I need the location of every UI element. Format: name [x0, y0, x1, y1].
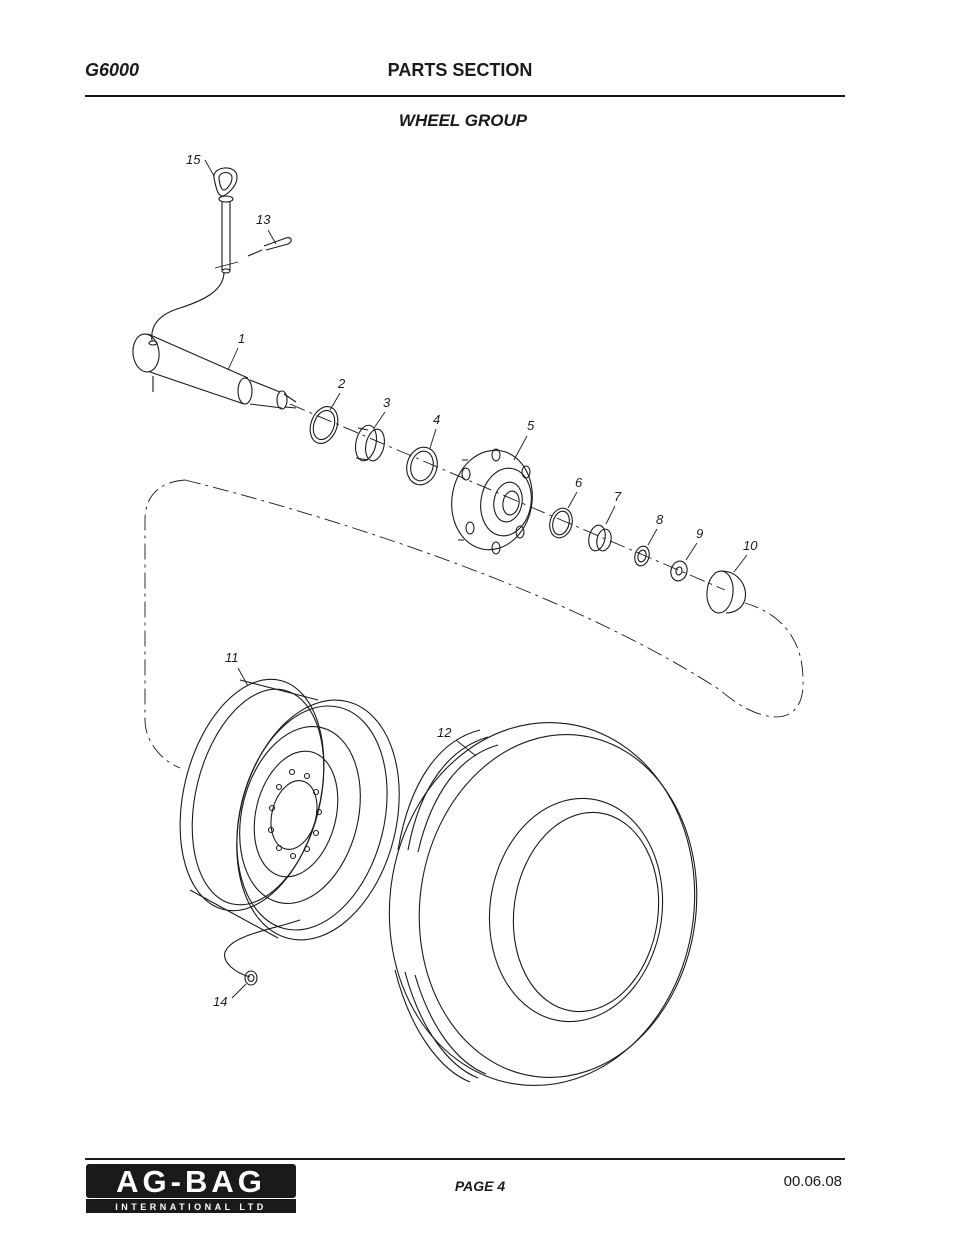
callout-6: 6	[575, 475, 583, 490]
outer-bearing-cup	[549, 507, 573, 539]
page-number: PAGE 4	[454, 1178, 506, 1194]
callout-5: 5	[527, 418, 535, 433]
castle-nut	[634, 545, 650, 567]
washer	[670, 560, 688, 582]
callout-12: 12	[437, 725, 452, 740]
outer-bearing-cone	[588, 524, 612, 552]
group-title: WHEEL GROUP	[398, 111, 528, 130]
lug-nut-leader	[224, 919, 301, 978]
callout-13: 13	[256, 212, 271, 227]
spindle	[132, 333, 297, 410]
callout-14: 14	[213, 994, 227, 1009]
rim-bolt-holes	[267, 768, 323, 860]
grease-seal	[309, 406, 339, 444]
lug-nut	[244, 970, 258, 986]
ag-bag-logo: AG-BAG INTERNATIONAL LTD	[86, 1164, 296, 1213]
assembly-axis-line	[289, 403, 726, 591]
hub-studs	[461, 448, 531, 555]
wheel-rim	[179, 678, 400, 941]
pin-leader	[151, 271, 225, 342]
tire	[388, 721, 698, 1087]
callout-1: 1	[238, 331, 245, 346]
callout-10: 10	[743, 538, 758, 553]
callout-4: 4	[433, 412, 440, 427]
hub-to-wheel-dash-2	[144, 479, 186, 769]
header-rule	[85, 95, 845, 97]
inner-bearing-cone	[354, 424, 385, 462]
inner-bearing-cup	[406, 446, 438, 486]
callout-2: 2	[337, 376, 346, 391]
section-title: PARTS SECTION	[387, 60, 533, 80]
callout-8: 8	[656, 512, 664, 527]
cotter-pin	[247, 237, 292, 257]
callout-11: 11	[225, 650, 239, 665]
dust-cap	[706, 570, 746, 614]
wheel-hub	[451, 448, 533, 555]
revision-date: 00.06.08	[783, 1173, 842, 1190]
logo-main-text: AG-BAG	[116, 1164, 266, 1199]
hitch-pin	[213, 167, 239, 274]
callout-3: 3	[383, 395, 391, 410]
model-number: G6000	[85, 60, 140, 80]
callout-7: 7	[614, 489, 622, 504]
callout-15: 15	[186, 152, 201, 167]
footer-rule	[85, 1158, 845, 1160]
logo-sub-text: INTERNATIONAL LTD	[115, 1202, 267, 1212]
callout-9: 9	[696, 526, 703, 541]
hub-to-wheel-dash-1	[184, 479, 804, 718]
